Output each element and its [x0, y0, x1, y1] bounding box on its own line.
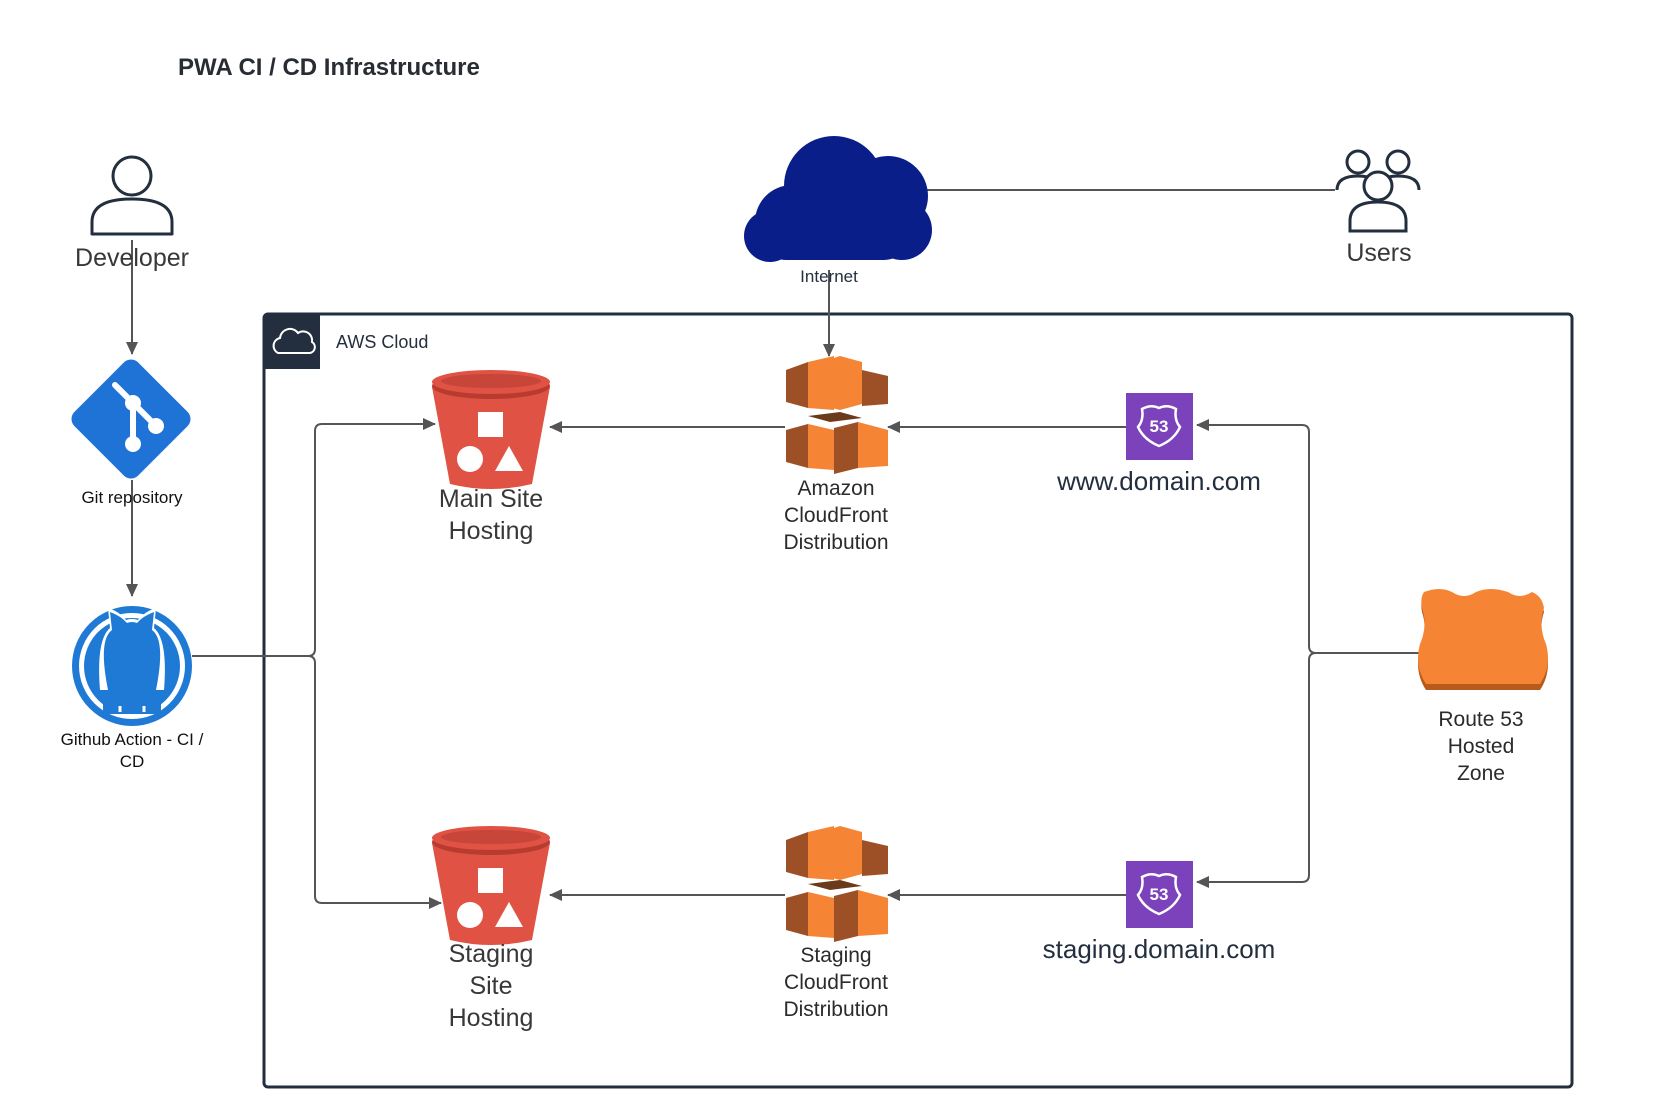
staging-route-node[interactable]: 53 staging.domain.com [1043, 861, 1276, 964]
aws-cloud-label: AWS Cloud [336, 332, 428, 352]
main-bucket-node[interactable]: Main Site Hosting [432, 370, 550, 545]
user-icon [90, 155, 174, 236]
hosted-zone-node[interactable]: Route 53 Hosted Zone [1418, 589, 1548, 785]
staging-route-label: staging.domain.com [1043, 934, 1276, 964]
github-label-line1: Github Action - CI / [61, 730, 204, 749]
edge-github-main-bucket [192, 418, 436, 657]
shield-icon [1136, 873, 1182, 916]
aws-cloud-group[interactable]: AWS Cloud [262, 312, 1574, 1089]
git-node[interactable]: Git repository [67, 355, 194, 507]
route53-badge-text: 53 [1150, 885, 1169, 904]
main-cloudfront-label-line3: Distribution [783, 531, 888, 554]
cloudfront-icon [786, 826, 888, 942]
users-icon [1335, 149, 1421, 233]
github-icon [72, 606, 192, 726]
staging-bucket-node[interactable]: Staging Site Hosting [432, 826, 550, 1032]
users-label: Users [1346, 239, 1411, 267]
connectors [126, 184, 1427, 909]
hosted-zone-label-line2: Hosted [1448, 735, 1515, 758]
shield-icon [1136, 405, 1182, 448]
staging-bucket-label-line1: Staging [449, 940, 534, 968]
diagram-title: PWA CI / CD Infrastructure [178, 54, 480, 81]
edge-zone-www [1196, 419, 1427, 654]
staging-cloudfront-node[interactable]: Staging CloudFront Distribution [783, 826, 889, 1021]
www-route-node[interactable]: 53 www.domain.com [1056, 393, 1261, 496]
hosted-zone-label-line1: Route 53 [1438, 708, 1523, 731]
github-node[interactable]: Github Action - CI / CD [61, 606, 204, 771]
main-cloudfront-label-line1: Amazon [797, 477, 874, 500]
staging-cloudfront-label-line1: Staging [800, 944, 871, 967]
developer-label: Developer [75, 244, 189, 272]
developer-node[interactable]: Developer [75, 155, 189, 272]
main-cloudfront-label-line2: CloudFront [784, 504, 888, 527]
aws-cloud-header [264, 314, 320, 369]
git-icon [71, 359, 191, 479]
internet-node[interactable]: Internet [744, 136, 932, 286]
github-label-line2: CD [120, 752, 145, 771]
users-node[interactable]: Users [1335, 149, 1421, 267]
main-bucket-label-line2: Hosting [449, 517, 534, 545]
s3-bucket-icon [432, 826, 550, 945]
cloud-icon [744, 136, 932, 262]
hosted-zone-shield-icon [1418, 589, 1548, 690]
git-label: Git repository [81, 488, 183, 507]
aws-cloud-icon [272, 327, 316, 354]
edge-github-staging-bucket [307, 655, 442, 909]
cloudfront-icon [786, 356, 888, 474]
route53-badge-text: 53 [1150, 417, 1169, 436]
staging-bucket-label-line2: Site [469, 972, 512, 1000]
main-bucket-label-line1: Main Site [439, 485, 543, 513]
internet-label: Internet [800, 267, 858, 286]
www-route-label: www.domain.com [1056, 466, 1261, 496]
staging-cloudfront-label-line3: Distribution [783, 998, 888, 1021]
main-cloudfront-node[interactable]: Amazon CloudFront Distribution [783, 356, 889, 554]
s3-bucket-icon [432, 370, 550, 489]
hosted-zone-label-line3: Zone [1457, 762, 1505, 785]
staging-bucket-label-line3: Hosting [449, 1004, 534, 1032]
staging-cloudfront-label-line2: CloudFront [784, 971, 888, 994]
edge-zone-staging [1196, 652, 1317, 888]
